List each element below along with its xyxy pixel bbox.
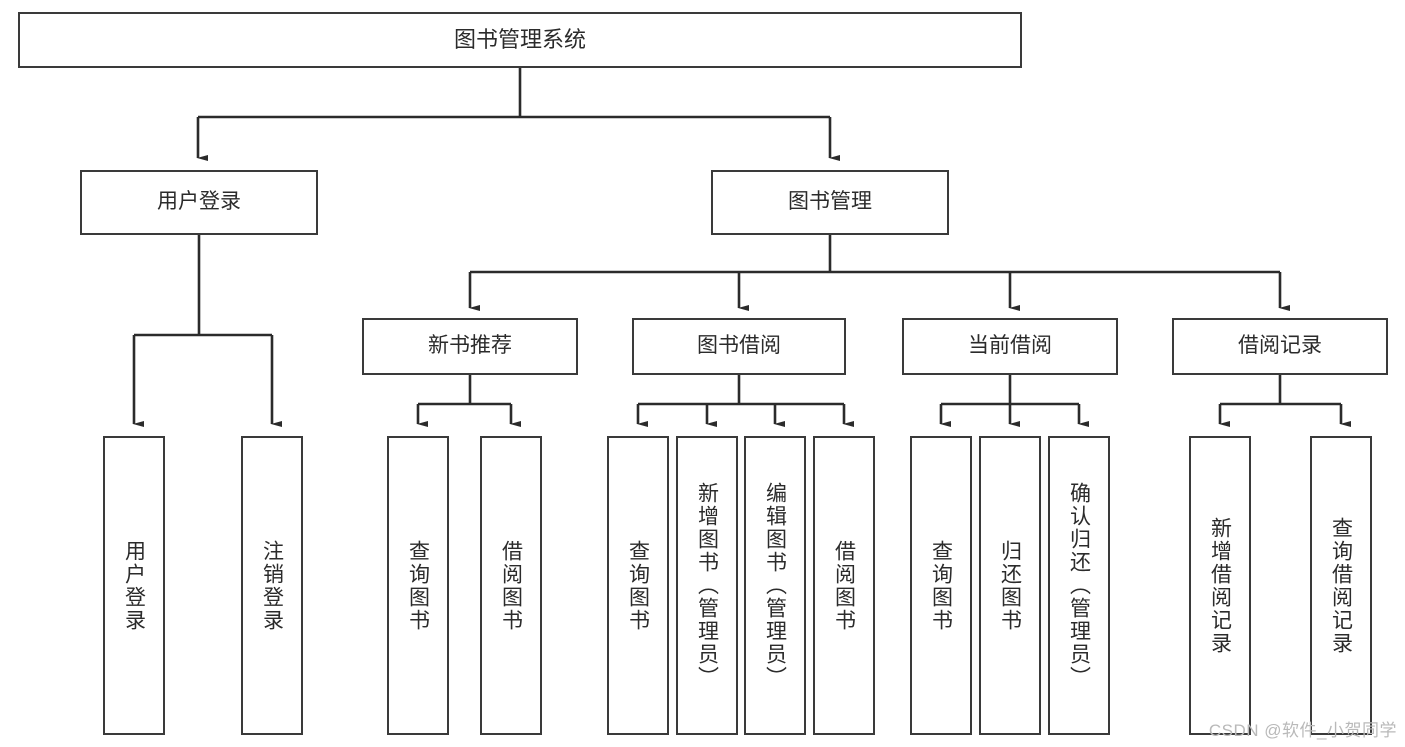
leaf-current-confirm-return-label: 确认归还（管理员） — [1067, 482, 1091, 689]
leaf-user-login[interactable]: 用户登录 — [103, 436, 165, 735]
leaf-newbook-query-book-label: 查询图书 — [406, 539, 430, 632]
node-new-book-recommend-label: 新书推荐 — [428, 334, 512, 358]
leaf-borrow-add-book[interactable]: 新增图书（管理员） — [676, 436, 738, 735]
leaf-user-login-label: 用户登录 — [122, 539, 146, 632]
leaf-current-query-book[interactable]: 查询图书 — [910, 436, 972, 735]
node-new-book-recommend[interactable]: 新书推荐 — [362, 318, 578, 375]
leaf-borrow-borrow-book[interactable]: 借阅图书 — [813, 436, 875, 735]
leaf-borrow-query-book-label: 查询图书 — [626, 539, 650, 632]
leaf-record-query-record-label: 查询借阅记录 — [1329, 516, 1353, 655]
node-borrow-record-label: 借阅记录 — [1238, 334, 1322, 358]
node-borrow-record[interactable]: 借阅记录 — [1172, 318, 1388, 375]
node-book-borrow-label: 图书借阅 — [697, 334, 781, 358]
leaf-logout-login-label: 注销登录 — [260, 539, 284, 632]
leaf-current-query-book-label: 查询图书 — [929, 539, 953, 632]
leaf-borrow-query-book[interactable]: 查询图书 — [607, 436, 669, 735]
node-root-label: 图书管理系统 — [453, 26, 586, 52]
leaf-current-return-book[interactable]: 归还图书 — [979, 436, 1041, 735]
leaf-newbook-query-book[interactable]: 查询图书 — [387, 436, 449, 735]
node-user-login[interactable]: 用户登录 — [80, 170, 318, 235]
leaf-newbook-borrow-book[interactable]: 借阅图书 — [480, 436, 542, 735]
leaf-record-add-record[interactable]: 新增借阅记录 — [1189, 436, 1251, 735]
leaf-record-add-record-label: 新增借阅记录 — [1208, 516, 1232, 655]
leaf-current-confirm-return[interactable]: 确认归还（管理员） — [1048, 436, 1110, 735]
node-root[interactable]: 图书管理系统 — [18, 12, 1022, 68]
leaf-borrow-borrow-book-label: 借阅图书 — [832, 539, 856, 632]
leaf-borrow-edit-book[interactable]: 编辑图书（管理员） — [744, 436, 806, 735]
node-current-borrow[interactable]: 当前借阅 — [902, 318, 1118, 375]
leaf-borrow-add-book-label: 新增图书（管理员） — [695, 482, 719, 689]
leaf-record-query-record[interactable]: 查询借阅记录 — [1310, 436, 1372, 735]
leaf-borrow-edit-book-label: 编辑图书（管理员） — [763, 482, 787, 689]
leaf-logout-login[interactable]: 注销登录 — [241, 436, 303, 735]
leaf-current-return-book-label: 归还图书 — [998, 539, 1022, 632]
node-book-management-label: 图书管理 — [788, 190, 872, 214]
csdn-watermark: CSDN @软件_小贺同学 — [1208, 721, 1397, 740]
leaf-newbook-borrow-book-label: 借阅图书 — [499, 539, 523, 632]
node-book-management[interactable]: 图书管理 — [711, 170, 949, 235]
node-user-login-label: 用户登录 — [157, 190, 241, 214]
node-book-borrow[interactable]: 图书借阅 — [632, 318, 846, 375]
node-current-borrow-label: 当前借阅 — [968, 334, 1052, 358]
